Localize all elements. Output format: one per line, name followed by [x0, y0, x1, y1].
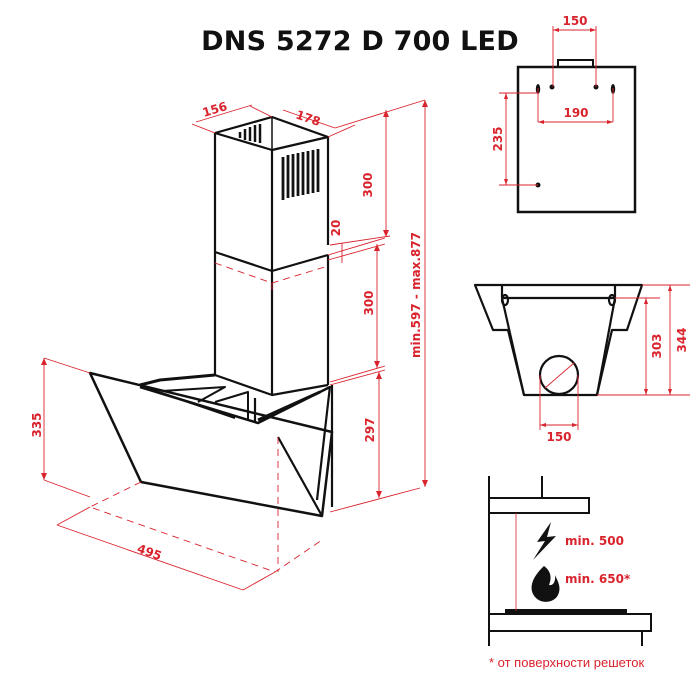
wall-mount-view — [499, 26, 637, 214]
hidden-lines — [88, 262, 329, 573]
dim-upper-chimney: 300 — [361, 172, 375, 197]
dim-total-height: min.597 - max.877 — [409, 232, 423, 358]
product-title: DNS 5272 D 700 LED — [201, 26, 519, 57]
dim-vertical-spacing: 235 — [491, 126, 505, 151]
dim-total-depth: 344 — [675, 327, 689, 352]
footnote: * от поверхности решеток — [489, 655, 644, 670]
dim-glass-height: 335 — [30, 412, 44, 437]
dim-depth: 495 — [135, 541, 163, 563]
dim-bracket-spacing: 150 — [562, 14, 587, 28]
main-dimension-arrows — [41, 100, 428, 498]
dim-body-height: 297 — [363, 417, 377, 442]
dim-hook-spacing: 190 — [563, 106, 588, 120]
dim-chimney-depth: 156 — [201, 99, 229, 120]
dim-inner-depth: 303 — [650, 333, 664, 358]
electric-min-distance: min. 500 — [565, 534, 624, 548]
installation-view — [488, 476, 652, 646]
top-view — [473, 283, 644, 397]
main-dimension-lines — [43, 99, 426, 591]
gas-min-distance: min. 650* — [565, 572, 631, 586]
electric-icon — [533, 522, 556, 560]
dim-overlap: 20 — [329, 220, 343, 237]
hood-isometric-view — [88, 115, 334, 518]
dim-outlet-diameter: 150 — [546, 430, 571, 444]
dim-lower-chimney: 300 — [362, 290, 376, 315]
gas-flame-icon — [531, 566, 560, 602]
